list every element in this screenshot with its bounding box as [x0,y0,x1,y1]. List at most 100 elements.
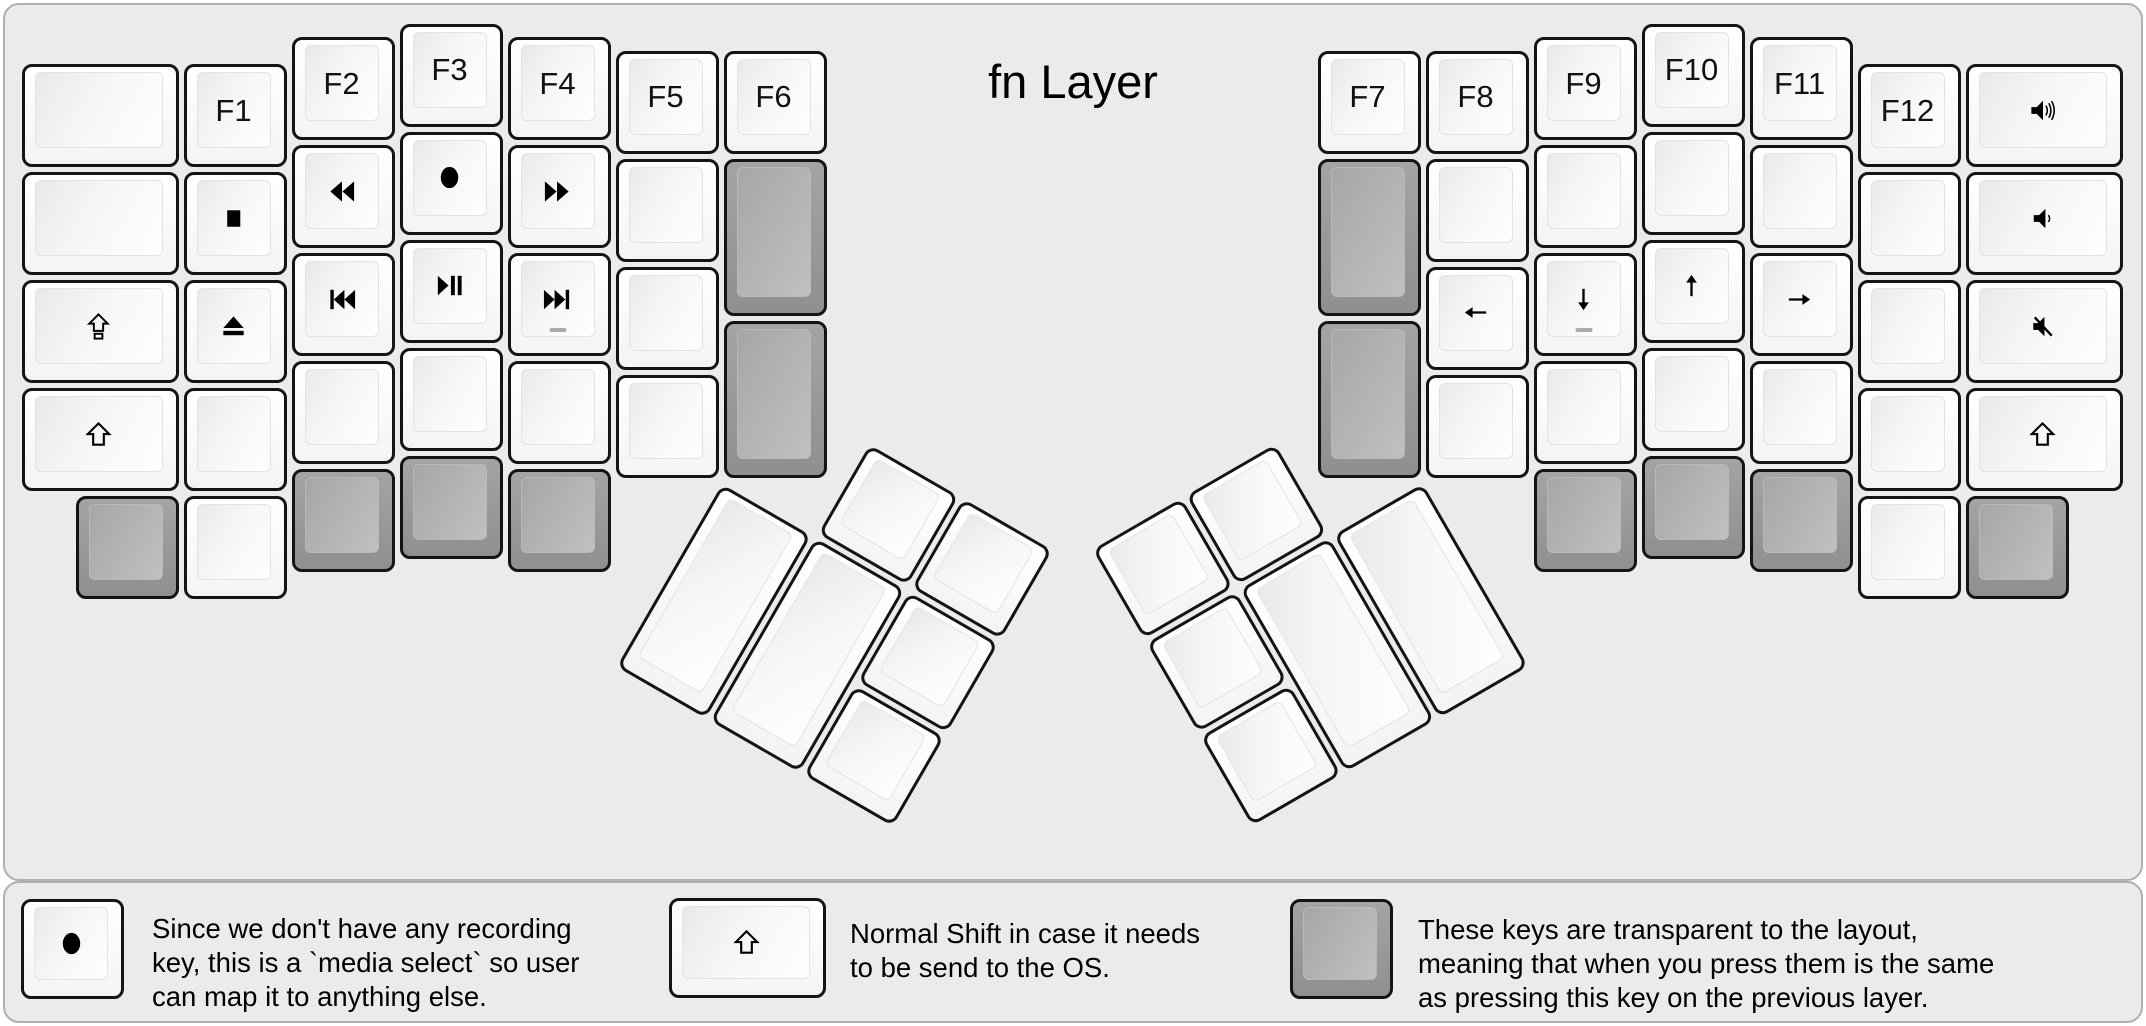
key-shift-right [1965,388,2123,491]
keycap-face [1870,288,1945,364]
record-icon [434,162,465,193]
keycap-face [1762,477,1837,553]
keycap-face [1762,153,1837,229]
key-blank [1749,361,1853,464]
shift-icon [731,927,762,958]
keycap-face [304,477,379,553]
keycap-face [1303,907,1377,980]
keycap-face [1330,166,1405,297]
key-label: F9 [1565,65,1602,101]
keycap-face: F2 [304,45,379,121]
key-arrow-left [1425,266,1529,370]
key-caps-lock [21,280,179,383]
key-eject [183,280,287,383]
key-f5: F5 [615,50,719,154]
key-label: F7 [1349,79,1386,114]
keycap-face [304,153,379,229]
key-label: F5 [647,79,684,114]
keycap-face: F3 [412,31,487,108]
keycap-face [1438,274,1513,351]
shift-icon [83,419,114,450]
key-blank [1425,158,1529,262]
key-transparent [723,158,827,316]
key-transparent [1317,320,1421,478]
record-icon [56,928,87,959]
key-label: F8 [1457,79,1494,114]
key-transparent [1317,158,1421,316]
key-transparent [1965,496,2069,599]
key-fast-forward [507,145,611,248]
key-blank [615,374,719,478]
keycap-face [1762,369,1837,445]
caps-lock-icon [83,311,114,342]
eject-icon [218,311,249,342]
key-f7: F7 [1317,50,1421,154]
keycap-face [34,288,163,364]
key-arrow-down [1533,253,1637,356]
keycap-face [1870,396,1945,472]
arrow-right-icon [1784,284,1815,315]
key-transparent [1749,469,1853,572]
key-blank [21,64,179,167]
next-track-icon [542,284,573,315]
keycap-face [1654,139,1729,216]
key-blank [1857,388,1961,491]
keycap-face [1438,166,1513,243]
legend-text-line: Since we don't have any recording [152,913,572,944]
key-volume-up [1965,64,2123,167]
key-blank [1857,172,1961,275]
keycap-face: F9 [1546,45,1621,121]
key-blank [1425,374,1529,478]
keycap-face: F6 [736,58,811,135]
key-blank [507,361,611,464]
key-transparent [723,320,827,478]
key-arrow-up [1641,239,1745,343]
layer-title: fn Layer [988,55,1158,108]
key-transparent [399,455,503,559]
key-blank [1533,361,1637,464]
key-blank [183,388,287,491]
key-blank [291,361,395,464]
prev-track-icon [326,284,357,315]
keycap-face [1654,247,1729,324]
keycap-face [1330,328,1405,459]
keycap-face [304,369,379,445]
stop-icon [218,203,249,234]
key-label: F12 [1880,92,1935,128]
keycap-face [1978,504,2053,580]
keycap-face [1654,463,1729,540]
key-f9: F9 [1533,37,1637,140]
keycap-face [1546,369,1621,445]
keycap-face [1978,396,2107,472]
shift-icon [2027,419,2058,450]
key-f2: F2 [291,37,395,140]
key-blank [1749,145,1853,248]
keycap-face [1978,72,2107,148]
keycap-face [34,907,108,980]
keycap-face [34,180,163,256]
legend-text-line: key, this is a `media select` so user [152,947,580,979]
keycap-face: F12 [1870,72,1945,148]
legend-normal-shift-key [669,898,826,998]
key-f4: F4 [507,37,611,140]
keycap-face [1762,261,1837,337]
keycap-face [520,261,595,337]
volume-up-icon [2027,95,2058,126]
key-label: F1 [215,92,252,128]
keycap-face [196,504,271,580]
legend-media-select-key [21,899,124,999]
fast-forward-icon [542,176,573,207]
keycap-face [412,355,487,432]
legend-transparent-keys-text: These keys are transparent to the layout… [1418,913,1994,1016]
key-transparent [75,496,179,599]
key-blank [183,496,287,599]
key-blank [1857,280,1961,383]
key-volume-down [1965,172,2123,275]
homing-dash [549,328,566,332]
legend-text-line: can map it to anything else. [152,981,487,1013]
key-f6: F6 [723,50,827,154]
arrow-up-icon [1676,270,1707,301]
homing-dash [1575,328,1592,332]
